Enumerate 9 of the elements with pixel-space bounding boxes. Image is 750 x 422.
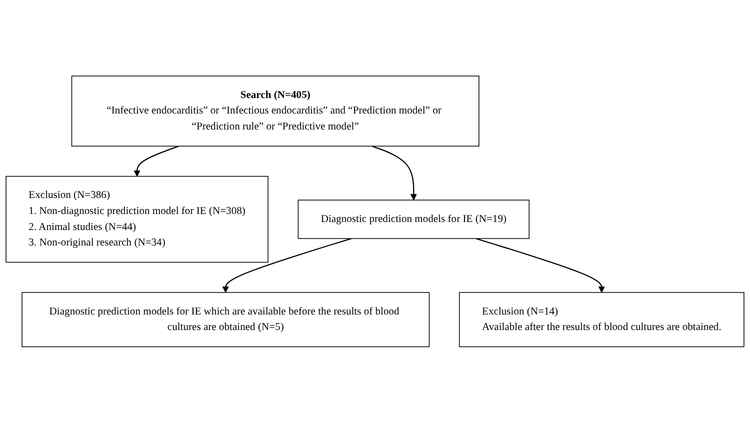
node-box: Diagnostic prediction models for IE which are available before the results of blood cultures are obtained (N=5) <box>22 292 430 347</box>
node-box: Diagnostic prediction models for IE (N=19) <box>298 199 530 239</box>
arrow <box>372 145 417 200</box>
node-box: Exclusion (N=386) 1. Non-diagnostic prediction model for IE (N=308) 2. Animal studies (N=44) 3. Non-original research (N=34) <box>6 176 268 262</box>
node-box: Search (N=405) “Infective endocarditis” or “Infectious endocarditis” and “Prediction model” or “Prediction rule” or “Predictive model” <box>71 75 480 146</box>
arrow <box>476 238 605 292</box>
arrow <box>222 238 352 292</box>
node-box: Exclusion (N=14) Available after the results of blood cultures are obtained. <box>459 292 744 347</box>
arrow <box>134 145 179 176</box>
